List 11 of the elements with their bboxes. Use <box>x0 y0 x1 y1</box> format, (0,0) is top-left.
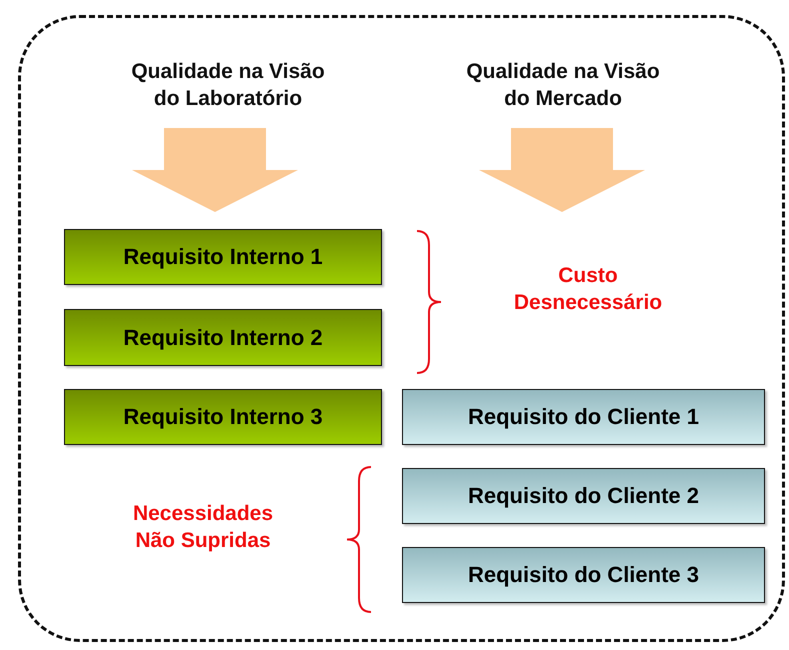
column-heading: Qualidade na Visão do Laboratório <box>130 59 326 112</box>
internal-requirement-box: Requisito Interno 2 <box>64 309 382 366</box>
dashed-container <box>18 15 785 642</box>
internal-requirement-box: Requisito Interno 3 <box>64 389 382 445</box>
internal-requirement-box: Requisito Interno 1 <box>64 229 382 285</box>
bracket-label: Necessidades Não Supridas <box>132 501 274 554</box>
bracket-label: Custo Desnecessário <box>512 263 664 316</box>
client-requirement-box: Requisito do Cliente 1 <box>402 389 765 445</box>
column-heading: Qualidade na Visão do Mercado <box>465 59 661 112</box>
client-requirement-box: Requisito do Cliente 3 <box>402 547 765 603</box>
client-requirement-box: Requisito do Cliente 2 <box>402 468 765 524</box>
